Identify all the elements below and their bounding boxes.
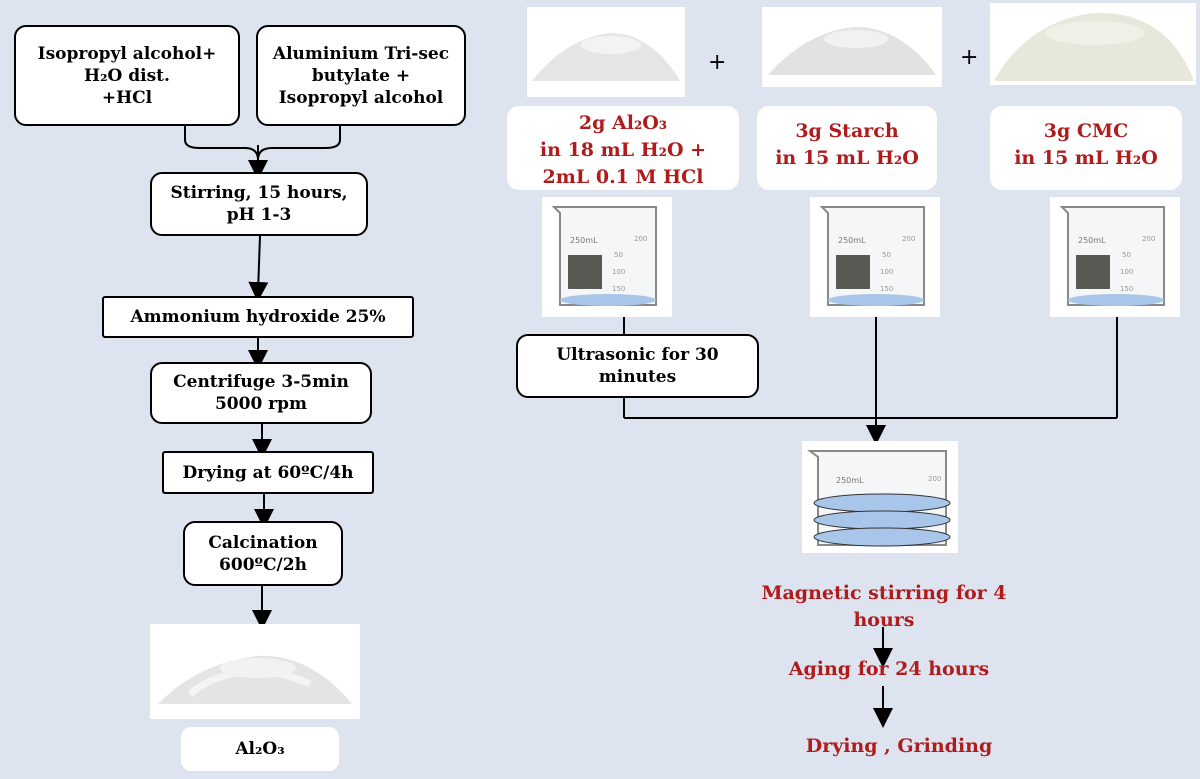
beaker-tick-label: 150 (880, 285, 893, 293)
beaker-tick-label: 200 (928, 475, 941, 483)
beaker-tick-label: 100 (880, 268, 893, 276)
beaker-icon: 250mL 200 50 100 150 (1050, 197, 1180, 317)
beaker-volume-label: 250mL (836, 476, 864, 485)
beaker-volume-label: 250mL (838, 236, 866, 245)
drying-grinding-label: Drying , Grinding (805, 735, 993, 757)
stirring-box: Stirring, 15 hours, pH 1-3 (150, 172, 368, 236)
calcination-box: Calcination 600ºC/2h (183, 521, 343, 586)
centrifuge-box: Centrifuge 3-5min 5000 rpm (150, 362, 372, 424)
beaker-tick-label: 50 (1122, 251, 1131, 259)
starch-reagent-label: 3g Starch in 15 mL H₂O (757, 106, 937, 190)
beaker-volume-label: 250mL (1078, 236, 1106, 245)
beaker-tick-label: 200 (634, 235, 647, 243)
beaker-tick-label: 100 (1120, 268, 1133, 276)
beaker-icon: 250mL 200 50 100 150 (542, 197, 672, 317)
beaker-tick-label: 200 (1142, 235, 1155, 243)
plus-sign: + (708, 50, 727, 75)
drying-box: Drying at 60ºC/4h (162, 451, 374, 494)
aging-label: Aging for 24 hours (788, 658, 990, 680)
beaker-tick-label: 50 (882, 251, 891, 259)
ultrasonic-box: Ultrasonic for 30 minutes (516, 334, 759, 398)
alumina-reagent-label: 2g Al₂O₃ in 18 mL H₂O + 2mL 0.1 M HCl (507, 106, 739, 190)
beaker-tick-label: 100 (612, 268, 625, 276)
plus-sign: + (960, 45, 979, 70)
beaker-tick-label: 150 (1120, 285, 1133, 293)
magnetic-stirring-label: Magnetic stirring for 4 hours (761, 582, 1007, 631)
cmc-reagent-label: 3g CMC in 15 mL H₂O (990, 106, 1182, 190)
ammonium-hydroxide-box: Ammonium hydroxide 25% (102, 296, 414, 338)
cmc-powder-image (990, 3, 1196, 85)
beaker-tick-label: 200 (902, 235, 915, 243)
beaker-tick-label: 50 (614, 251, 623, 259)
starch-powder-image (762, 7, 942, 87)
isopropyl-water-hcl-box: Isopropyl alcohol+ H₂O dist. +HCl (14, 25, 240, 126)
alumina-powder-image (527, 7, 685, 97)
aluminium-butylate-box: Aluminium Tri-sec butylate + Isopropyl a… (256, 25, 466, 126)
beaker-volume-label: 250mL (570, 236, 598, 245)
alumina-powder-image (150, 624, 360, 719)
beaker-icon: 250mL 200 50 100 150 (810, 197, 940, 317)
beaker-tick-label: 150 (612, 285, 625, 293)
mixing-beaker-icon: 250mL 200 (802, 441, 958, 553)
alumina-product-label: Al₂O₃ (181, 727, 339, 771)
